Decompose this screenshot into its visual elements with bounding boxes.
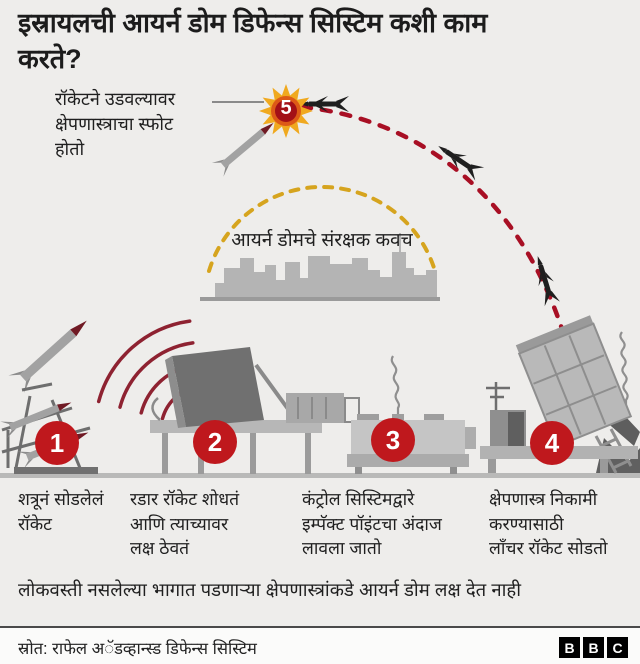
interceptor-trajectory [299, 104, 566, 335]
bbc-logo-letter: B [583, 637, 604, 658]
step-4-label: क्षेपणास्त्र निकामी करण्यासाठी लाँचर रॉक… [489, 489, 608, 558]
explosion-annotation: रॉकेटने उडवल्यावर क्षेपणास्त्राचा स्फोट … [55, 89, 176, 159]
ground-line [0, 473, 640, 478]
footer-divider [0, 626, 640, 628]
footnote: लोकवस्ती नसलेल्या भागात पडणाऱ्या क्षेपणा… [18, 579, 522, 600]
step-1-badge: 1 [35, 421, 79, 465]
bbc-logo-letter: B [559, 637, 580, 658]
step-3-label: कंट्रोल सिस्टिमद्वारे इम्पॅक्ट पॉइंटचा अ… [302, 489, 442, 558]
control-system-icon [347, 355, 476, 474]
bbc-logo-letter: C [607, 637, 628, 658]
page-title: इस्रायलची आयर्न डोम डिफेन्स सिस्टिम कशी … [18, 8, 488, 74]
bbc-logo: B B C [559, 637, 628, 658]
footer-background [0, 628, 640, 664]
source-credit: स्रोत: राफेल अॅडव्हान्स्ड डिफेन्स सिस्टि… [18, 640, 257, 658]
annotation-leader-line [212, 101, 264, 103]
radar-waves-icon [96, 319, 201, 421]
radar-unit-icon [150, 347, 360, 474]
step-2-badge: 2 [193, 420, 237, 464]
dome-label: आयर्न डोमचे संरक्षक कवच [231, 230, 413, 251]
interceptor-missiles-icon [299, 96, 560, 307]
step-2-label: रडार रॉकेट शोधतं आणि त्याच्यावर लक्ष ठेव… [130, 489, 240, 558]
step-5-badge: 5 [280, 97, 292, 119]
step-3-badge: 3 [371, 418, 415, 462]
step-4-badge: 4 [530, 421, 574, 465]
step-1-label: शत्रूनं सोडलेलं रॉकेट [18, 489, 104, 534]
